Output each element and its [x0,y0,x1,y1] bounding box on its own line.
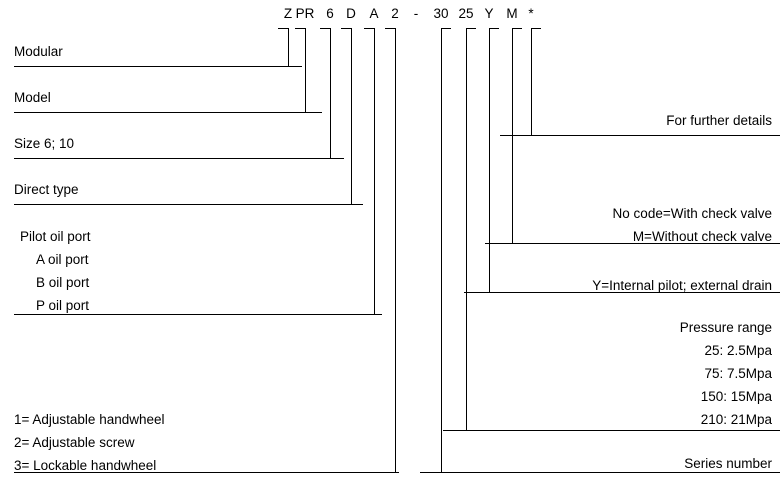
code-segment-x-11: * [528,6,534,21]
leader-modular-drop [288,28,289,66]
code-segment-6-2: 6 [326,6,334,21]
label-further-details: For further details [666,113,772,128]
label-no-code-check: No code=With check valve [612,206,772,221]
leader-further-drop [531,28,532,135]
leader-further-rule [500,135,780,136]
label-pilot-port-item-0: A oil port [36,252,89,267]
label-adjustment-item-2: 3= Lockable handwheel [14,458,157,473]
leader-size-drop [330,28,331,158]
leader-press-rule [443,430,780,431]
leader-check-hook [512,28,522,29]
leader-check-rule [485,243,780,244]
label-pilot-port-item-1: B oil port [36,275,90,290]
leader-direct-rule [14,204,363,205]
code-segment-A-4: A [369,6,379,21]
leader-adjust-drop [395,28,396,472]
leader-series-drop [441,28,442,472]
label-pressure-range: Pressure range [679,320,772,335]
label-size: Size 6; 10 [14,136,75,151]
label-pilot-oil-port: Pilot oil port [20,229,91,244]
code-segment-Z-0: Z [283,6,293,21]
leader-press-drop [466,28,467,430]
leader-size-hook [320,28,330,29]
code-segment-25-8: 25 [458,6,474,21]
label-direct: Direct type [14,182,79,197]
leader-direct-hook [341,28,351,29]
label-series-number: Series number [684,456,772,471]
label-model: Model [14,90,51,105]
code-segment-PR-1: PR [295,6,315,21]
code-segment-x-6: - [413,6,419,21]
label-m-without-check: M=Without check valve [632,229,772,244]
label-pressure-item-2: 150: 15Mpa [700,389,772,404]
leader-model-rule [14,112,322,113]
leader-ypilot-drop [489,28,490,292]
leader-direct-drop [351,28,352,204]
code-segment-M-10: M [506,6,518,21]
label-pressure-item-3: 210: 21Mpa [700,412,772,427]
leader-series-rule [420,472,780,473]
label-pilot-port-item-2: P oil port [36,298,90,313]
code-segment-Y-9: Y [484,6,494,21]
leader-pilot-drop [374,28,375,314]
code-segment-D-3: D [346,6,356,21]
leader-adjust-hook [385,28,395,29]
leader-pilot-hook [364,28,374,29]
label-adjustment-item-1: 2= Adjustable screw [14,435,135,450]
leader-pilot-rule [14,314,382,315]
leader-modular-hook [278,28,288,29]
leader-ypilot-hook [489,28,499,29]
label-modular: Modular [14,44,63,59]
leader-model-hook [295,28,305,29]
label-pressure-item-1: 75: 7.5Mpa [704,366,772,381]
leader-series-hook [441,28,451,29]
leader-size-rule [14,158,344,159]
code-segment-2-5: 2 [391,6,399,21]
leader-model-drop [305,28,306,112]
leader-ypilot-rule [464,292,780,293]
label-adjustment-item-0: 1= Adjustable handwheel [14,412,165,427]
leader-press-hook [466,28,476,29]
label-pressure-item-0: 25: 2.5Mpa [704,343,772,358]
leader-check-drop [512,28,513,243]
leader-adjust-rule [14,472,399,473]
code-segment-30-7: 30 [433,6,449,21]
leader-further-hook [531,28,541,29]
label-y-internal: Y=Internal pilot; external drain [592,278,772,293]
leader-modular-rule [14,66,302,67]
